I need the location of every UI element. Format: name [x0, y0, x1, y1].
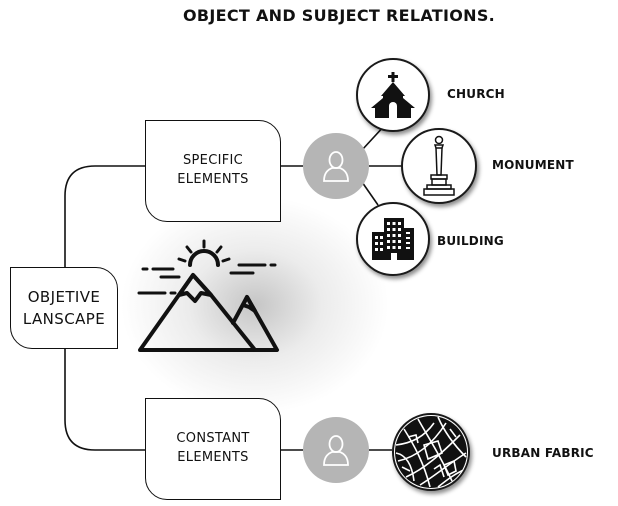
constant-person-node — [303, 417, 369, 483]
urban-fabric-icon — [395, 416, 467, 488]
person-icon — [323, 435, 349, 466]
mountain-sun-icon — [137, 239, 279, 352]
specific-elements-label: SPECIFIC ELEMENTS — [177, 153, 249, 187]
building-icon — [372, 218, 414, 260]
root-node: OBJETIVE LANSCAPE — [10, 267, 118, 349]
urban-fabric-label: URBAN FABRIC — [492, 446, 594, 460]
church-node — [356, 58, 430, 132]
person-icon — [323, 151, 349, 182]
church-label: CHURCH — [447, 87, 505, 101]
root-label: OBJETIVE LANSCAPE — [22, 287, 106, 329]
constant-elements-node: CONSTANT ELEMENTS — [145, 398, 281, 500]
building-node — [356, 202, 430, 276]
diagram-title: OBJECT AND SUBJECT RELATIONS. — [182, 6, 496, 25]
monument-label: MONUMENT — [492, 158, 574, 172]
monument-icon — [423, 135, 455, 196]
church-icon — [371, 72, 415, 118]
constant-elements-label: CONSTANT ELEMENTS — [176, 431, 250, 465]
specific-elements-node: SPECIFIC ELEMENTS — [145, 120, 281, 222]
urban-fabric-node — [392, 413, 470, 491]
building-label: BUILDING — [437, 234, 504, 248]
specific-person-node — [303, 133, 369, 199]
monument-node — [401, 128, 477, 204]
background-glow — [120, 195, 390, 415]
